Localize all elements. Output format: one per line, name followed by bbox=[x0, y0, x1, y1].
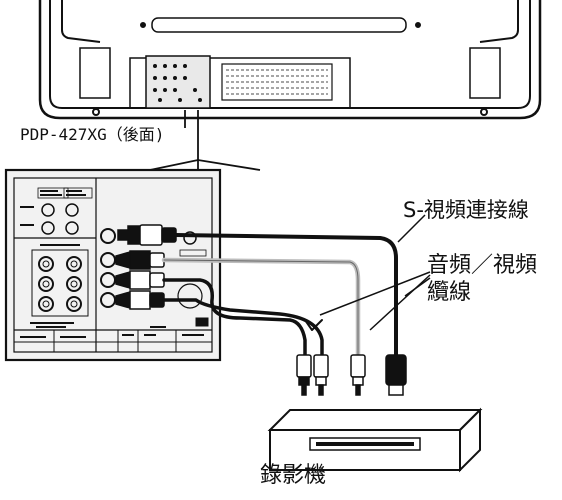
zoom-leader bbox=[149, 110, 261, 171]
tv-model-label: PDP-427XG（後面) bbox=[20, 125, 165, 144]
panel-fine-text bbox=[20, 190, 210, 338]
rca-plug-icon bbox=[296, 354, 407, 396]
av-cable-label-line1: 音頻／視頻 bbox=[427, 253, 538, 278]
label-leaders bbox=[319, 214, 431, 331]
panel-plugs bbox=[115, 224, 177, 310]
tv-rear-icon bbox=[38, 0, 542, 120]
vcr-icon bbox=[267, 407, 483, 473]
input-panel bbox=[4, 168, 222, 362]
tv-panel-ports bbox=[153, 64, 202, 102]
av-cable-label-line2: 纜線 bbox=[427, 280, 472, 305]
cables bbox=[161, 233, 398, 363]
vcr-label: 錄影機 bbox=[260, 463, 327, 488]
s-video-cable-label: S-視頻連接線 bbox=[403, 198, 529, 222]
